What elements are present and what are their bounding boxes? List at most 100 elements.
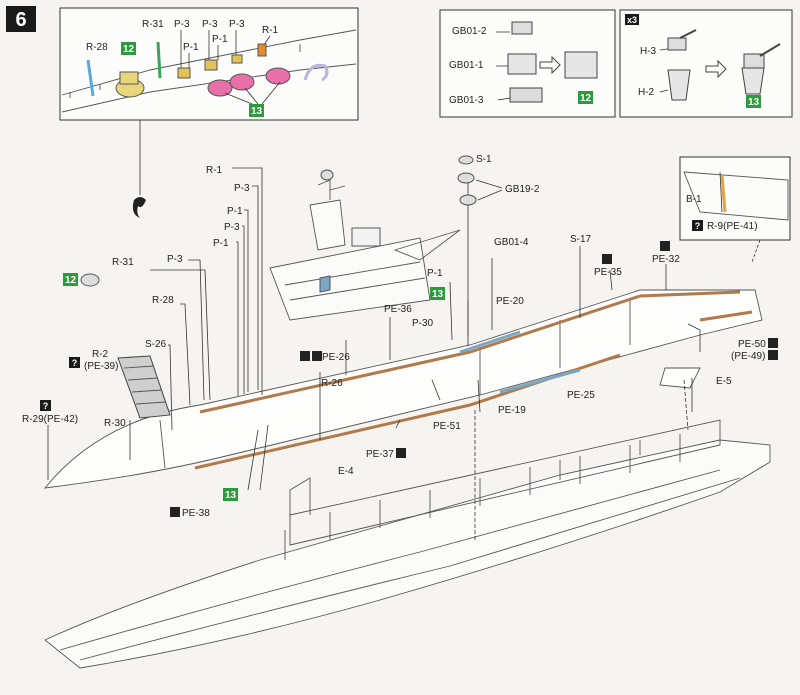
- step-number-box: 6: [6, 6, 36, 32]
- gb-label-gb01-3: GB01-3: [449, 95, 484, 106]
- leader-lines: [47, 167, 701, 540]
- r9-part: [720, 174, 727, 213]
- label-pe19: PE-19: [498, 405, 526, 416]
- plank-fore-2: [699, 310, 753, 322]
- gb-part-top: [511, 21, 533, 35]
- gb-label-gb01-2: GB01-2: [452, 26, 487, 37]
- pink-mounts: [207, 67, 291, 105]
- label-p3b: P-3: [224, 222, 240, 233]
- badge-q-r2: ?: [72, 358, 78, 368]
- label-gb01-4: GB01-4: [494, 237, 529, 248]
- inset-label-p3c: P-3: [229, 19, 245, 30]
- label-pe37: PE-37: [366, 449, 394, 460]
- pe26-icon-b: [312, 351, 322, 361]
- label-p3a: P-3: [234, 183, 250, 194]
- pe35-icon: [602, 254, 612, 264]
- pe26-icon-a: [300, 351, 310, 361]
- label-p1b: P-1: [213, 238, 229, 249]
- plank-fore: [639, 290, 741, 298]
- label-s1: S-1: [476, 154, 492, 165]
- label-pe38: PE-38: [182, 508, 210, 519]
- pe50-icon: [768, 338, 778, 348]
- label-s26: S-26: [145, 339, 167, 350]
- h-arrow-icon: [705, 59, 727, 79]
- label-p3c: P-3: [167, 254, 183, 265]
- label-pe20: PE-20: [496, 296, 524, 307]
- badge-q-r29: ?: [43, 401, 49, 411]
- inset-label-r1: R-1: [262, 25, 279, 36]
- badge-13-center: 13: [432, 289, 444, 300]
- pe49-icon: [768, 350, 778, 360]
- badge-12-main: 12: [65, 275, 77, 286]
- part-p3-a: [177, 67, 191, 79]
- label-pe39: (PE-39): [84, 361, 118, 372]
- label-pe50: PE-50: [738, 339, 766, 350]
- inset-label-r28: R-28: [86, 42, 108, 53]
- gb-part-mid: [507, 53, 537, 75]
- label-r31: R-31: [112, 257, 134, 268]
- h3-gun-part: [667, 29, 697, 51]
- gb-part-bottom: [509, 87, 543, 103]
- e5-piece: [659, 367, 701, 389]
- r28-part: [86, 59, 95, 97]
- inset-label-p3b: P-3: [202, 19, 218, 30]
- label-r30: R-30: [104, 418, 126, 429]
- inset-h: x3 H-3 H-2 13: [619, 9, 793, 118]
- badge-12-gb: 12: [580, 93, 592, 104]
- pe38-icon: [170, 507, 180, 517]
- h2-base-part: [667, 69, 691, 101]
- label-gb19-2: GB19-2: [505, 184, 540, 195]
- label-pe36: PE-36: [384, 304, 412, 315]
- badge-13-lower: 13: [225, 490, 237, 501]
- label-pe26: PE-26: [322, 352, 350, 363]
- label-p30: P-30: [412, 318, 434, 329]
- badge-13-h: 13: [748, 97, 760, 108]
- label-p1c: P-1: [427, 268, 443, 279]
- label-s17: S-17: [570, 234, 592, 245]
- label-pe25: PE-25: [567, 390, 595, 401]
- badge-q-b: ?: [695, 221, 701, 231]
- inset-label-p1a: P-1: [183, 42, 199, 53]
- flight-deck: [43, 289, 763, 489]
- label-r26: R-26: [321, 378, 343, 389]
- main-badges: 12 13 13 ? ?: [40, 273, 445, 501]
- gb-label-gb01-1: GB01-1: [449, 60, 484, 71]
- inset-label-p3a: P-3: [174, 19, 190, 30]
- h-label-h2: H-2: [638, 87, 655, 98]
- part-p3-c: [231, 54, 243, 64]
- pe20-strip: [459, 330, 521, 354]
- label-r28: R-28: [152, 295, 174, 306]
- main-labels: R-1 P-3 P-1 P-3 P-1 R-31 P-3 R-28 S-26 R…: [22, 154, 766, 519]
- pe19-strip: [499, 368, 581, 394]
- r2-grill: [117, 355, 171, 419]
- s1-gb19-parts: [457, 155, 503, 206]
- label-e4: E-4: [338, 466, 354, 477]
- inset-label-r31: R-31: [142, 19, 164, 30]
- pe32-icon: [660, 241, 670, 251]
- part-p3-b: [204, 59, 218, 71]
- r31-part: [156, 41, 162, 79]
- inset-top-left: R-28 R-31 12 P-3 P-3 P-3 R-1 P-1 P-1: [59, 7, 359, 121]
- part-r1: [257, 43, 267, 57]
- label-pe35: PE-35: [594, 267, 622, 278]
- label-r1: R-1: [206, 165, 223, 176]
- pe37-icon: [396, 448, 406, 458]
- inset-b-connector: [751, 239, 761, 263]
- badge-x3: x3: [627, 15, 637, 25]
- badge-12-inset: 12: [123, 44, 135, 55]
- h-label-h3: H-3: [640, 46, 657, 57]
- gun-mount-12: [115, 71, 145, 98]
- inset-gb: GB01-2 GB01-1 GB01-3 12: [439, 9, 616, 118]
- label-pe32: PE-32: [652, 254, 680, 265]
- label-r29: R-29(PE-42): [22, 414, 78, 425]
- label-r2: R-2: [92, 349, 109, 360]
- ship-hull: [44, 419, 771, 669]
- label-pe49: (PE-49): [731, 351, 765, 362]
- rail-piece: [303, 63, 329, 82]
- inset-label-p1b: P-1: [212, 34, 228, 45]
- label-p1a: P-1: [227, 206, 243, 217]
- h-assembled: [741, 43, 781, 95]
- gb-assembled: [564, 51, 598, 79]
